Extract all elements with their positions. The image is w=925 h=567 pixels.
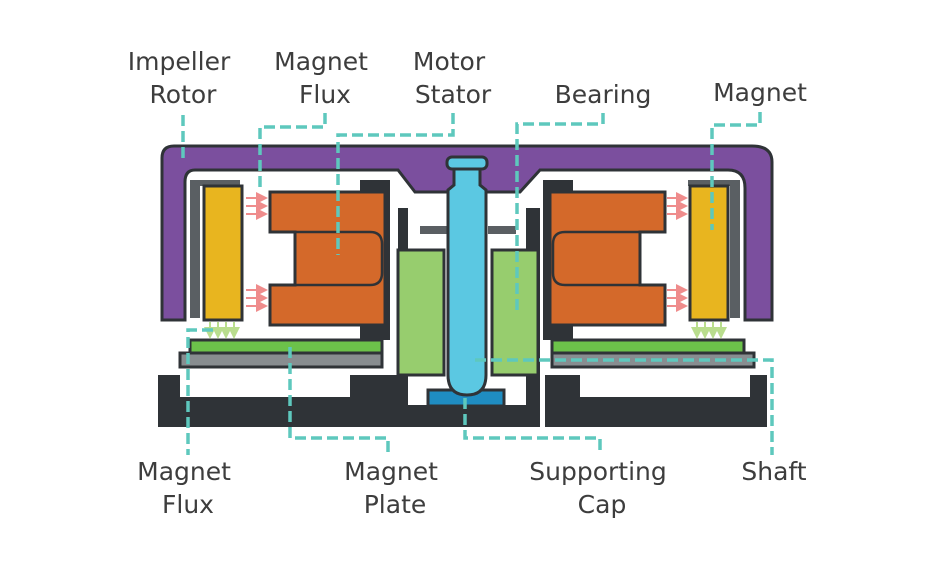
rotor-lip-left: [190, 180, 240, 318]
leader-lines: [181, 112, 774, 455]
plate-green-right: [550, 338, 746, 355]
rotor-lip-right: [688, 180, 740, 318]
label-bearing: Bearing: [555, 80, 652, 109]
bearing-clip-left: [420, 226, 448, 234]
label-magnet-flux-bottom: Magnet Flux: [137, 457, 239, 519]
leader-magnet-flux-top: [258, 113, 327, 190]
leader-shaft: [475, 358, 774, 455]
label-impeller-rotor: Impeller Rotor: [128, 47, 238, 109]
label-supporting-cap: Supporting Cap: [529, 457, 674, 519]
magnet-right: [688, 184, 730, 322]
magnet-left: [202, 184, 244, 322]
center-housing: [398, 208, 540, 427]
label-magnet: Magnet: [713, 78, 807, 107]
magnet-plate-right: [550, 338, 756, 369]
motor-stator-right: [543, 180, 667, 340]
leader-magnet-flux-bottom: [186, 328, 213, 455]
stator-coil-right: [548, 190, 667, 327]
leader-magnet: [710, 112, 762, 230]
plate-green-left: [188, 338, 384, 355]
label-magnet-plate: Magnet Plate: [344, 457, 446, 519]
leader-supporting-cap: [463, 398, 602, 455]
stator-coil-left: [268, 190, 387, 327]
shaft-head: [445, 155, 489, 171]
plate-grey-left: [178, 351, 384, 369]
stator-coil-right-outline: [551, 230, 640, 287]
shaft-body: [446, 167, 488, 397]
bearing-left: [396, 248, 446, 377]
magnet-plate-left: [178, 338, 384, 369]
flux-arrows: [204, 192, 727, 339]
motor-stator-left: [268, 180, 390, 340]
label-magnet-flux-top: Magnet Flux: [274, 47, 376, 109]
leader-bearing: [515, 113, 605, 315]
label-shaft: Shaft: [741, 457, 806, 486]
leader-magnet-plate: [288, 347, 390, 455]
stator-coil-left-outline: [295, 230, 384, 287]
shaft-part: [445, 155, 489, 397]
bearing-right: [490, 248, 540, 377]
base-housing: [158, 208, 767, 427]
leader-motor-stator: [336, 113, 455, 255]
base-notch-left: [180, 375, 350, 397]
bearing-clip-right: [488, 226, 516, 234]
base-notch-right: [580, 375, 750, 397]
label-motor-stator: Motor Stator: [413, 47, 493, 109]
